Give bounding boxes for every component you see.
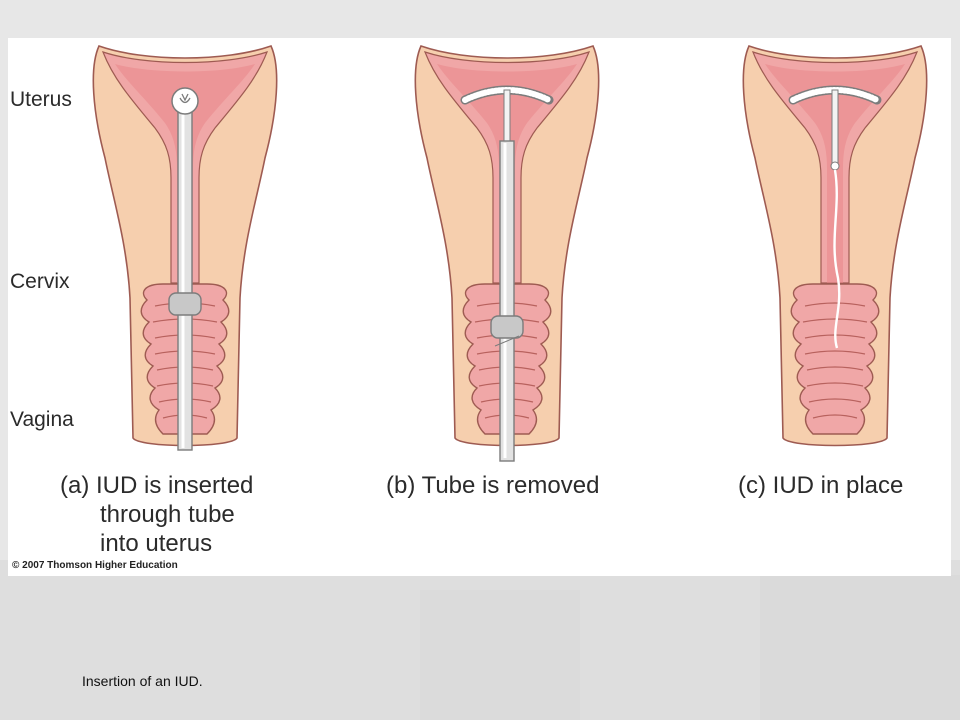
cervix-label: Cervix <box>10 270 70 293</box>
caption-a-line3: into uterus <box>100 530 213 557</box>
copyright-text: © 2007 Thomson Higher Education <box>12 560 178 571</box>
caption-b: (b) Tube is removed <box>386 472 600 499</box>
iud-illustration <box>92 45 928 462</box>
caption-a-line1: (a) IUD is inserted <box>60 472 254 499</box>
uterus-label: Uterus <box>10 88 72 111</box>
panel-b-diagram <box>414 45 600 462</box>
slide-caption: Insertion of an IUD. <box>82 673 203 689</box>
caption-a-line2: through tube <box>100 501 235 528</box>
vagina-label: Vagina <box>10 408 74 431</box>
caption-a: (a) IUD is inserted through tube into ut… <box>60 471 253 558</box>
panel-a-diagram <box>92 45 278 451</box>
figure-panel: Uterus Cervix Vagina (a) IUD is inserted… <box>8 38 951 576</box>
panel-c-diagram <box>742 45 928 447</box>
caption-c: (c) IUD in place <box>738 472 904 499</box>
